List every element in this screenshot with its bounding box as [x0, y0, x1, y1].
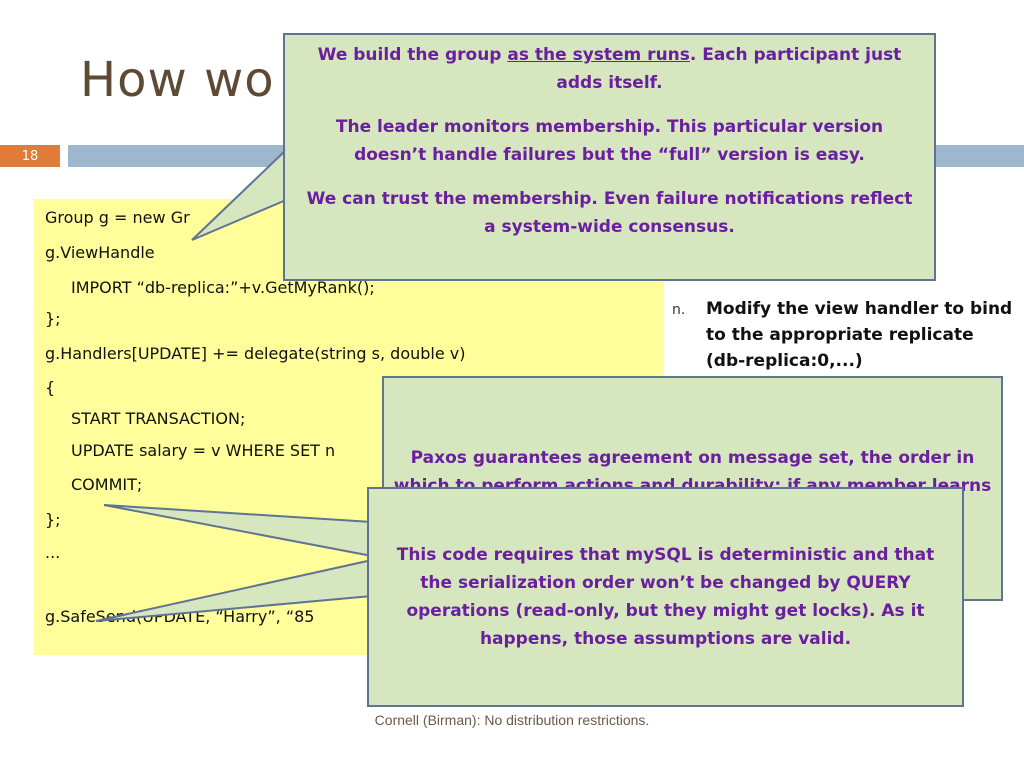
slide-number: 18 — [0, 145, 60, 167]
callout-membership: We build the group as the system runs. E… — [283, 33, 936, 281]
callout-mysql-determinism: This code requires that mySQL is determi… — [367, 487, 964, 707]
callout-paragraph: We build the group as the system runs. E… — [285, 41, 934, 97]
code-line: g.SafeSend(UPDATE, “Harry”, “85 — [45, 607, 315, 626]
code-line: { — [45, 378, 56, 397]
code-line: ... — [45, 543, 61, 562]
slide-footer: Cornell (Birman): No distribution restri… — [374, 712, 650, 728]
callout-paragraph: We can trust the membership. Even failur… — [306, 189, 913, 237]
list-marker: n. — [672, 302, 686, 318]
code-line: g.ViewHandle — [45, 243, 155, 262]
callout-text: . Each participant just adds itself. — [556, 45, 902, 93]
callout-text: We build the group — [317, 45, 508, 65]
list-item-text: Modify the view handler to bind to the a… — [706, 299, 1013, 371]
code-line: Group g = new Gr — [45, 208, 190, 227]
code-line: }; — [45, 309, 61, 328]
code-line: IMPORT “db-replica:”+v.GetMyRank(); — [71, 278, 375, 297]
code-line: START TRANSACTION; — [71, 409, 246, 428]
code-line: UPDATE salary = v WHERE SET n — [71, 441, 336, 460]
slide-title: How wo — [80, 52, 275, 108]
code-line: }; — [45, 510, 61, 529]
callout-text: This code requires that mySQL is determi… — [396, 545, 935, 649]
callout-underlined-text: as the system runs — [507, 45, 690, 65]
code-line: COMMIT; — [71, 475, 143, 494]
code-line: g.Handlers[UPDATE] += delegate(string s,… — [45, 344, 466, 363]
callout-paragraph: The leader monitors membership. This par… — [335, 117, 884, 165]
